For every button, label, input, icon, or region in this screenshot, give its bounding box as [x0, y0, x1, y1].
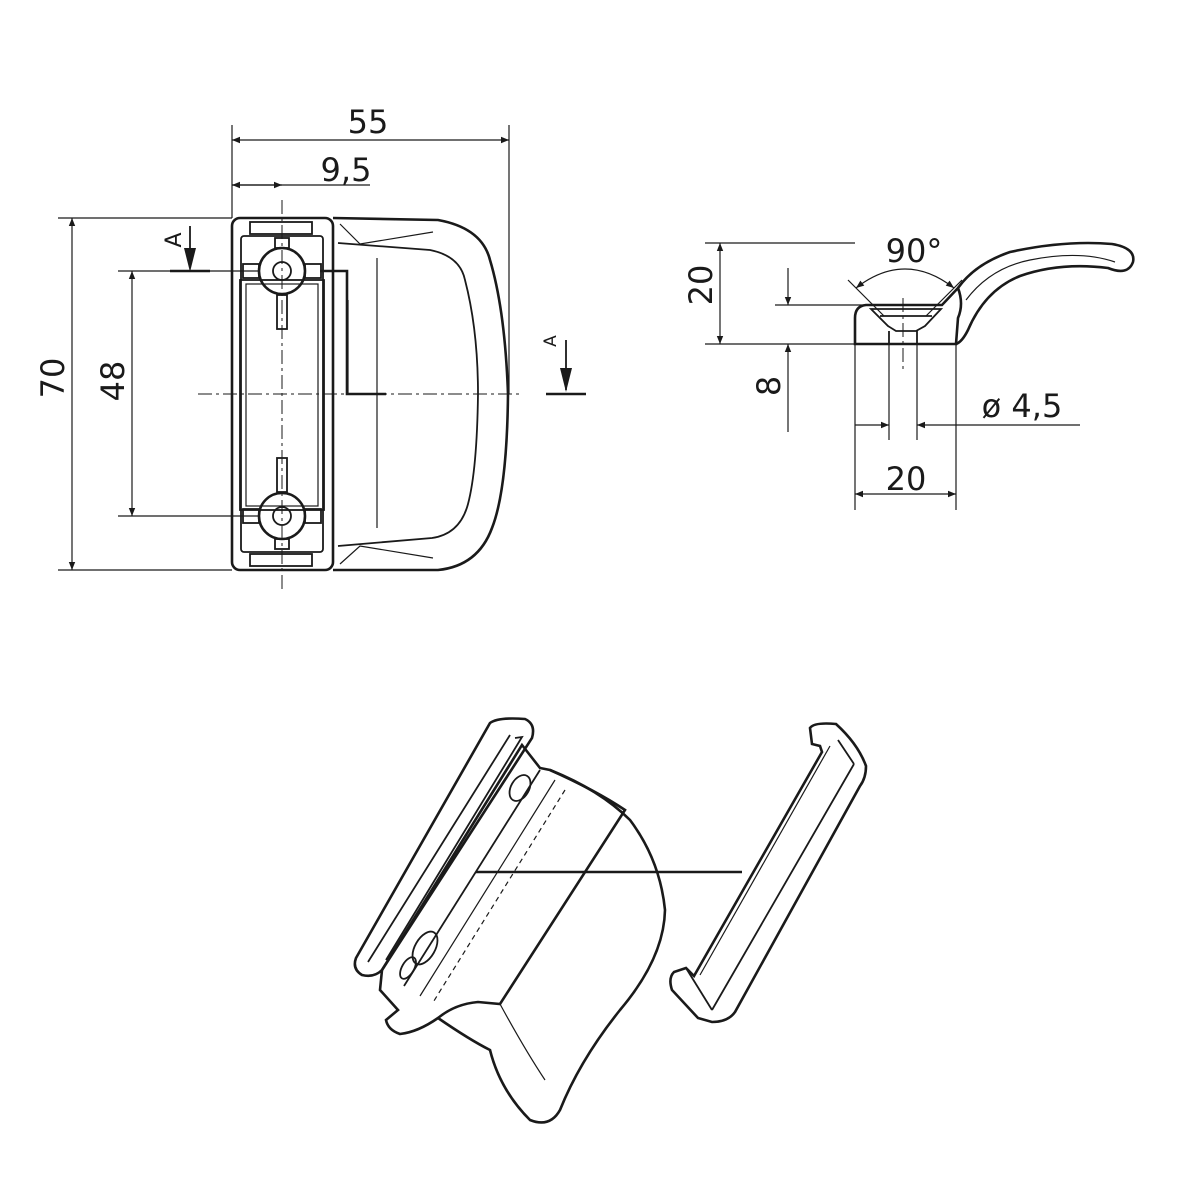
side-handle-arm: [955, 241, 1135, 346]
side-view: 90° 20 8 ø 4,5 20: [682, 232, 1135, 510]
base-step-line: [403, 769, 541, 987]
left-rail: [353, 717, 535, 978]
base-step-line-2: [419, 779, 556, 997]
right-rail-front-edge: [711, 763, 855, 1011]
dim-hole-spacing-label: 48: [94, 361, 132, 402]
front-view: A A 55 9,5 70 48: [34, 103, 586, 590]
lower-hole-inner: [399, 956, 417, 980]
dim-hole-diameter-label: ø 4,5: [982, 387, 1063, 425]
side-base-profile: [853, 285, 963, 346]
dim-base-height-label: 8: [750, 376, 788, 396]
iso-grip: [437, 768, 667, 1124]
section-cut-line: [170, 269, 386, 396]
upper-hole: [508, 774, 532, 802]
dim-side-height-label: 20: [682, 265, 720, 306]
dim-height-label: 70: [34, 358, 72, 399]
right-rail-end-edge: [685, 967, 713, 1011]
dim-width-label: 55: [348, 103, 389, 141]
right-rail: [669, 722, 868, 1024]
angle-leg-right: [925, 279, 963, 317]
section-label-right: A: [541, 335, 561, 347]
dim-offset-label: 9,5: [321, 151, 372, 189]
section-label-top: A: [162, 232, 187, 247]
left-rail-edge: [367, 734, 511, 963]
angle-leg-left: [847, 279, 885, 317]
section-arrowhead-top: [184, 248, 196, 272]
top-slot: [249, 221, 313, 235]
countersink: [868, 308, 944, 332]
handle-grip-web-top: [339, 223, 434, 245]
angle-arc: [855, 268, 955, 289]
right-rail-top-edge: [837, 739, 855, 765]
dim-base-width-label: 20: [886, 460, 927, 498]
handle-grip-web-bottom: [339, 545, 434, 565]
left-rail-groove: [385, 735, 524, 961]
grip-inner-edge: [499, 1003, 546, 1081]
bottom-slot: [249, 553, 313, 567]
base-hidden-line: [431, 789, 566, 1005]
isometric-view: [353, 717, 868, 1124]
side-handle-arm-inner: [965, 254, 1116, 301]
section-arrowhead-right: [560, 368, 572, 392]
right-rail-inner-edge: [699, 745, 831, 976]
dim-angle-label: 90°: [886, 232, 943, 270]
